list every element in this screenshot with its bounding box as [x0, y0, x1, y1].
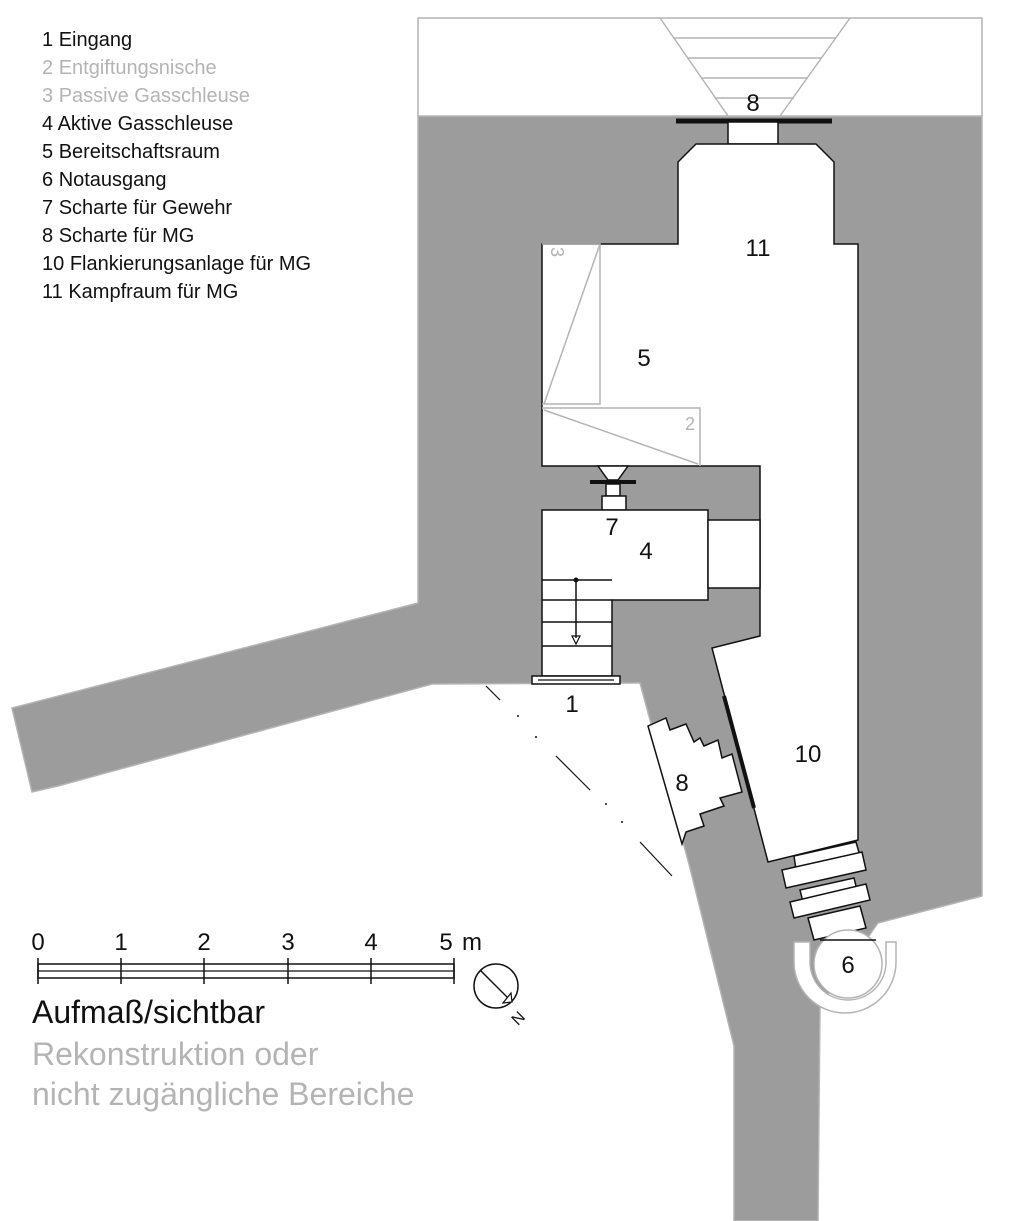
- legend-item: 1 Eingang: [42, 26, 311, 54]
- legend-label: Kampfraum für MG: [68, 281, 239, 303]
- north-label: N: [509, 1009, 529, 1029]
- exit-passage-block: [781, 851, 867, 889]
- scale-tick-label: 3: [281, 929, 294, 956]
- room-label-combat: 11: [746, 235, 771, 262]
- legend-num: 4: [42, 113, 54, 135]
- legend-item: 8 Scharte für MG: [42, 222, 311, 250]
- embrasure-funnel-line: [779, 17, 851, 117]
- scale-tick-label: 2: [197, 929, 210, 956]
- legend-num: 10: [42, 253, 65, 275]
- emergency-exit-shaft: [813, 929, 883, 999]
- reconstruction-dash: [555, 755, 591, 791]
- legend-label: Scharte für Gewehr: [58, 197, 233, 219]
- legend-item: 2 Entgiftungsnische: [42, 54, 311, 82]
- legend: 1 Eingang 2 Entgiftungsnische 3 Passive …: [42, 26, 311, 306]
- room-label-entrance: 1: [565, 691, 578, 718]
- legend-num: 7: [42, 197, 54, 219]
- passive-lock-outline: [542, 243, 601, 405]
- north-arrow-icon: N: [473, 963, 529, 1029]
- scale-unit-label: m: [462, 929, 482, 956]
- embrasure-funnel-line: [659, 17, 729, 117]
- side-embrasure-plate: [722, 695, 756, 809]
- legend-label: Passive Gasschleuse: [58, 85, 250, 107]
- legend-item: 10 Flankierungsanlage für MG: [42, 250, 311, 278]
- legend-item: 4 Aktive Gasschleuse: [42, 110, 311, 138]
- legend-label: Eingang: [58, 29, 133, 51]
- legend-item: 3 Passive Gasschleuse: [42, 82, 311, 110]
- room-label-embrasure-top: 8: [746, 90, 759, 117]
- reconstruction-dot: [621, 821, 623, 823]
- reconstruction-dot: [605, 803, 607, 805]
- legend-num: 3: [42, 85, 54, 107]
- reconstructed-area-top: [417, 17, 983, 117]
- legend-item: 11 Kampfraum für MG: [42, 278, 311, 306]
- rifle-embrasure-slot: [605, 483, 621, 497]
- room-label-active-lock: 4: [639, 538, 652, 565]
- passive-lock-door-swing: [543, 243, 601, 405]
- stair-start-dot: [573, 577, 579, 583]
- legend-num: 1: [42, 29, 54, 51]
- reconstruction-dash: [639, 841, 673, 877]
- rifle-embrasure-slot-lower: [601, 495, 627, 511]
- decon-niche-door-swing: [543, 409, 699, 465]
- legend-num: 5: [42, 141, 54, 163]
- room-label-flanking: 10: [795, 741, 822, 768]
- room-label-emergency-exit: 6: [841, 952, 854, 979]
- embrasure-opening: [727, 121, 779, 145]
- scale-tick-label: 4: [364, 929, 377, 956]
- decon-niche-outline: [542, 407, 701, 466]
- side-embrasure-steps: [647, 716, 743, 847]
- reconstruction-dash: [485, 685, 501, 701]
- scale-bar: 0 1 2 3 4 5 m: [31, 929, 482, 984]
- door-recess: [707, 519, 761, 589]
- exit-passage-block: [807, 905, 867, 941]
- stair-arrow-head: [571, 635, 581, 646]
- room-label-embrasure-side: 8: [675, 770, 688, 797]
- legend-label: Notausgang: [58, 169, 167, 191]
- caption-surveyed: Aufmaß/sichtbar: [32, 994, 265, 1030]
- reconstruction-dot: [535, 736, 537, 738]
- legend-label: Entgiftungsnische: [58, 57, 217, 79]
- legend-num: 2: [42, 57, 54, 79]
- legend-item: 5 Bereitschaftsraum: [42, 138, 311, 166]
- caption-reconstruction-line2: nicht zugängliche Bereiche: [32, 1076, 415, 1112]
- scale-tick-label: 0: [31, 929, 44, 956]
- legend-item: 6 Notausgang: [42, 166, 311, 194]
- room-label-passive-lock: 3: [547, 247, 567, 257]
- caption-reconstruction-line1: Rekonstruktion oder: [32, 1036, 319, 1072]
- legend-num: 8: [42, 225, 54, 247]
- legend-item: 7 Scharte für Gewehr: [42, 194, 311, 222]
- emergency-exit-outer: [793, 941, 897, 1014]
- legend-label: Flankierungsanlage für MG: [69, 253, 312, 275]
- room-label-readiness: 5: [637, 345, 650, 372]
- scale-tick-label: 1: [114, 929, 127, 956]
- legend-num: 11: [42, 281, 63, 303]
- exit-passage-block: [789, 883, 871, 919]
- scale-tick-label: 5: [439, 929, 452, 956]
- legend-num: 6: [42, 169, 54, 191]
- legend-label: Aktive Gasschleuse: [57, 113, 234, 135]
- legend-label: Scharte für MG: [58, 225, 195, 247]
- room-outline-main: [541, 143, 859, 863]
- room-label-decon-niche: 2: [685, 414, 695, 434]
- room-label-rifle-embrasure: 7: [605, 514, 618, 541]
- legend-label: Bereitschaftsraum: [58, 141, 220, 163]
- reconstruction-dot: [517, 715, 519, 717]
